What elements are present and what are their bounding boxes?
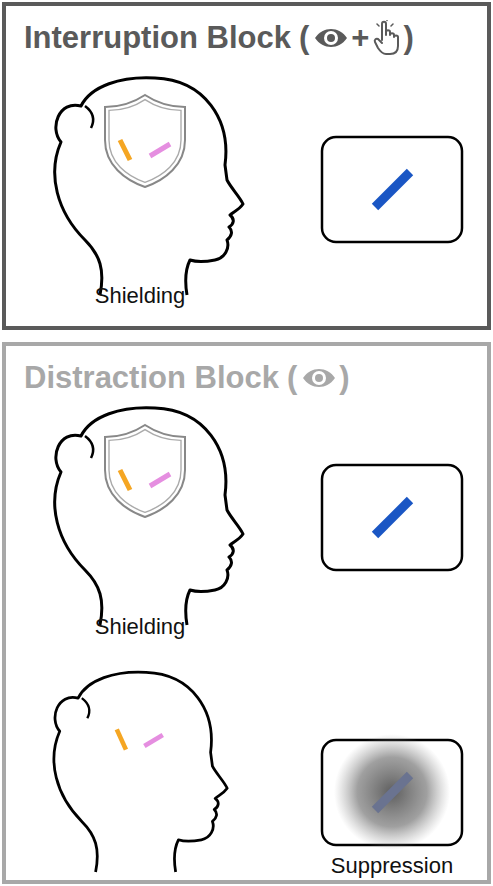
block-panel: Distraction Block( ) <box>2 342 491 884</box>
title-symbol: + <box>351 20 369 56</box>
block-title-text: Interruption Block <box>24 20 291 56</box>
screen <box>322 465 462 570</box>
condition-label: Suppression <box>331 853 453 879</box>
block-title: Distraction Block( ) <box>24 360 481 396</box>
title-symbol: ( <box>299 20 309 56</box>
condition-label: Shielding <box>95 614 186 640</box>
condition-label: Shielding <box>95 283 186 309</box>
block-panel: Interruption Block( + ) <box>2 2 491 330</box>
suppression-blur <box>334 734 450 850</box>
hand-icon <box>373 20 401 56</box>
head-illustration <box>54 672 227 872</box>
target-bar <box>375 172 410 207</box>
title-symbol: ) <box>339 360 349 396</box>
title-symbol: ( <box>287 360 297 396</box>
title-symbol: ) <box>403 20 413 56</box>
screen <box>322 740 462 845</box>
eye-icon <box>301 365 337 391</box>
eye-icon <box>313 25 349 51</box>
head-illustration <box>55 408 243 625</box>
block-title: Interruption Block( + ) <box>24 20 481 56</box>
screen <box>322 137 462 242</box>
suppressed-bar <box>375 775 410 810</box>
target-bar <box>375 500 410 535</box>
head-illustration <box>55 78 243 295</box>
block-title-text: Distraction Block <box>24 360 279 396</box>
